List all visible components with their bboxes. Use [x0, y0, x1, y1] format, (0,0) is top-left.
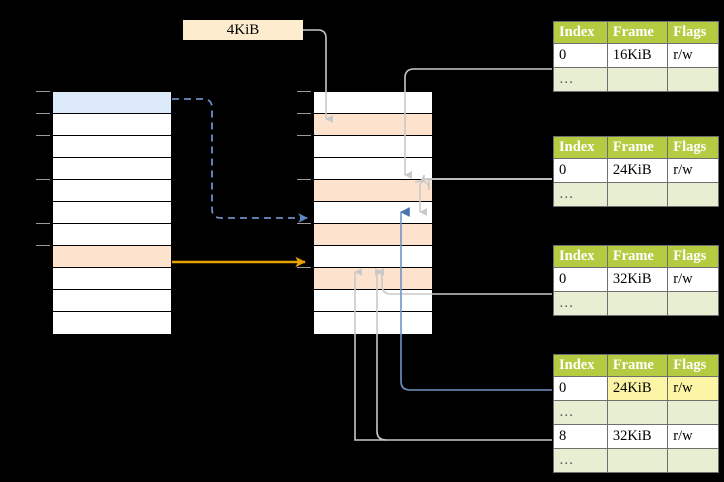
- cell-flags: r/w: [667, 158, 719, 183]
- wire-vaddr-to-frame-dashed: [172, 98, 309, 223]
- column-header-index: Index: [553, 136, 608, 159]
- memory-row: [314, 312, 432, 334]
- memory-row: [53, 202, 171, 224]
- memory-row: [53, 158, 171, 180]
- cell-frame: 24KiB: [606, 158, 669, 183]
- column-header-index: Index: [553, 354, 608, 377]
- cell-frame: 16KiB: [606, 43, 669, 68]
- memory-row: [314, 202, 432, 224]
- memory-row: [53, 92, 171, 114]
- cell-flags: r/w: [667, 43, 719, 68]
- memory-row: [314, 158, 432, 180]
- memory-row: [53, 224, 171, 246]
- table-row: …: [553, 400, 719, 425]
- virtual-address-space-column: [52, 91, 172, 334]
- row-tick-mark: [36, 223, 50, 224]
- cell-index: 0: [553, 267, 608, 292]
- memory-row: [314, 290, 432, 312]
- cell-flags: [667, 400, 719, 425]
- row-tick-mark: [297, 135, 311, 136]
- cell-index: 0: [553, 158, 608, 183]
- column-header-flags: Flags: [667, 354, 719, 377]
- table-row: …: [553, 182, 719, 207]
- physical-memory-column: [313, 91, 433, 334]
- cell-frame: 32KiB: [606, 424, 669, 449]
- row-tick-mark: [297, 179, 311, 180]
- cell-index: …: [553, 291, 608, 316]
- memory-row: [53, 312, 171, 334]
- memory-row: [314, 114, 432, 136]
- cell-flags: r/w: [667, 424, 719, 449]
- cell-flags: [667, 291, 719, 316]
- cell-flags: r/w: [667, 267, 719, 292]
- cell-frame: [606, 448, 669, 473]
- column-header-flags: Flags: [667, 245, 719, 268]
- column-header-index: Index: [553, 245, 608, 268]
- memory-row: [314, 246, 432, 268]
- cell-frame: [606, 67, 669, 92]
- column-header-frame: Frame: [606, 136, 669, 159]
- cell-flags: [667, 448, 719, 473]
- cell-index: …: [553, 67, 608, 92]
- cell-frame: [606, 400, 669, 425]
- wire-pt2-to-frame7: [419, 178, 552, 216]
- row-tick-mark: [297, 267, 311, 268]
- cell-index: 0: [553, 376, 608, 401]
- row-tick-mark: [297, 113, 311, 114]
- cell-flags: [667, 67, 719, 92]
- wire-pt4row8-base: [354, 330, 386, 441]
- page-size-label: 4KiB: [226, 22, 260, 38]
- column-header-flags: Flags: [667, 21, 719, 44]
- cell-frame: [606, 291, 669, 316]
- cell-index: 8: [553, 424, 608, 449]
- column-header-frame: Frame: [606, 245, 669, 268]
- row-tick-mark: [36, 135, 50, 136]
- cell-frame: 32KiB: [606, 267, 669, 292]
- row-tick-mark: [36, 245, 50, 246]
- row-tick-mark: [297, 223, 311, 224]
- column-header-index: Index: [553, 21, 608, 44]
- memory-row: [314, 180, 432, 202]
- row-tick-mark: [36, 91, 50, 92]
- memory-row: [53, 290, 171, 312]
- memory-row: [314, 92, 432, 114]
- memory-row: [314, 268, 432, 290]
- memory-row: [314, 224, 432, 246]
- column-header-flags: Flags: [667, 136, 719, 159]
- column-header-frame: Frame: [606, 354, 669, 377]
- memory-row: [53, 268, 171, 290]
- cell-frame: [606, 182, 669, 207]
- row-tick-mark: [297, 91, 311, 92]
- wire-frame5-to-pt2: [419, 178, 552, 191]
- memory-row: [53, 180, 171, 202]
- cell-index: 0: [553, 43, 608, 68]
- cell-flags: [667, 182, 719, 207]
- row-tick-mark: [36, 113, 50, 114]
- cell-frame: 24KiB: [606, 376, 669, 401]
- memory-row: [314, 136, 432, 158]
- row-tick-mark: [36, 179, 50, 180]
- wire-frame5-elbow: [414, 174, 552, 183]
- table-row: …: [553, 67, 719, 92]
- column-header-frame: Frame: [606, 21, 669, 44]
- table-row: …: [553, 448, 719, 473]
- memory-row: [53, 136, 171, 158]
- cell-flags: r/w: [667, 376, 719, 401]
- page-size-chip: 4KiB: [183, 20, 303, 40]
- cell-index: …: [553, 400, 608, 425]
- cell-index: …: [553, 448, 608, 473]
- memory-row: [53, 246, 171, 268]
- memory-row: [53, 114, 171, 136]
- table-row: …: [553, 291, 719, 316]
- cell-index: …: [553, 182, 608, 207]
